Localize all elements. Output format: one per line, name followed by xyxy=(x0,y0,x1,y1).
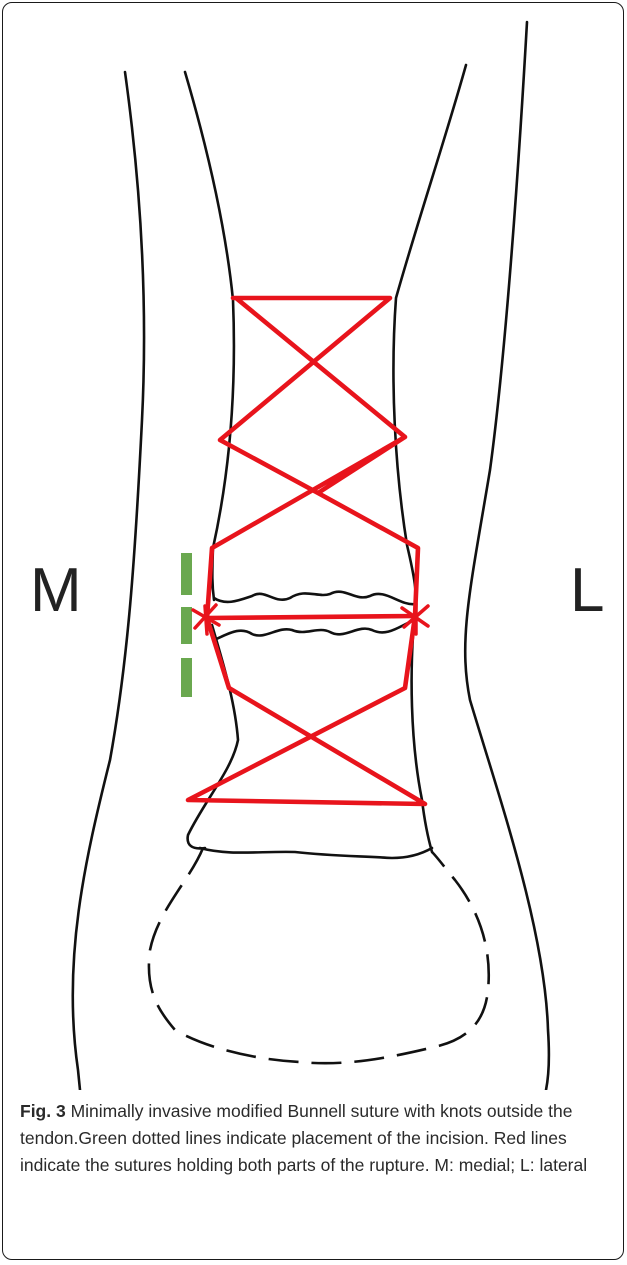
calcaneus-dashed-outline xyxy=(149,848,489,1063)
incision-mark-3 xyxy=(181,658,192,697)
incision-marks xyxy=(181,553,192,697)
tendon-border-right xyxy=(393,65,466,615)
incision-mark-1 xyxy=(181,553,192,595)
figure-caption: Fig. 3 Minimally invasive modified Bunne… xyxy=(20,1098,610,1179)
knot-lateral xyxy=(402,604,428,634)
leg-outline-left xyxy=(73,72,144,1090)
tendon-border-right-lower xyxy=(412,622,432,852)
rupture-line-lower xyxy=(214,620,415,640)
leg-outline-right xyxy=(465,22,549,1090)
medial-label: M xyxy=(30,560,82,622)
sutures xyxy=(188,298,425,804)
calcaneus-top xyxy=(200,848,432,858)
incision-mark-2 xyxy=(181,607,192,644)
tendon-border-left-lower xyxy=(188,625,238,848)
figure-number: Fig. 3 xyxy=(20,1101,66,1121)
lateral-label: L xyxy=(570,560,604,622)
tendon-border-left xyxy=(185,72,234,600)
suture-upper xyxy=(207,298,418,618)
rupture-line-upper xyxy=(214,592,415,604)
caption-text: Minimally invasive modified Bunnell sutu… xyxy=(20,1101,587,1175)
tendon-diagram xyxy=(0,0,627,1090)
